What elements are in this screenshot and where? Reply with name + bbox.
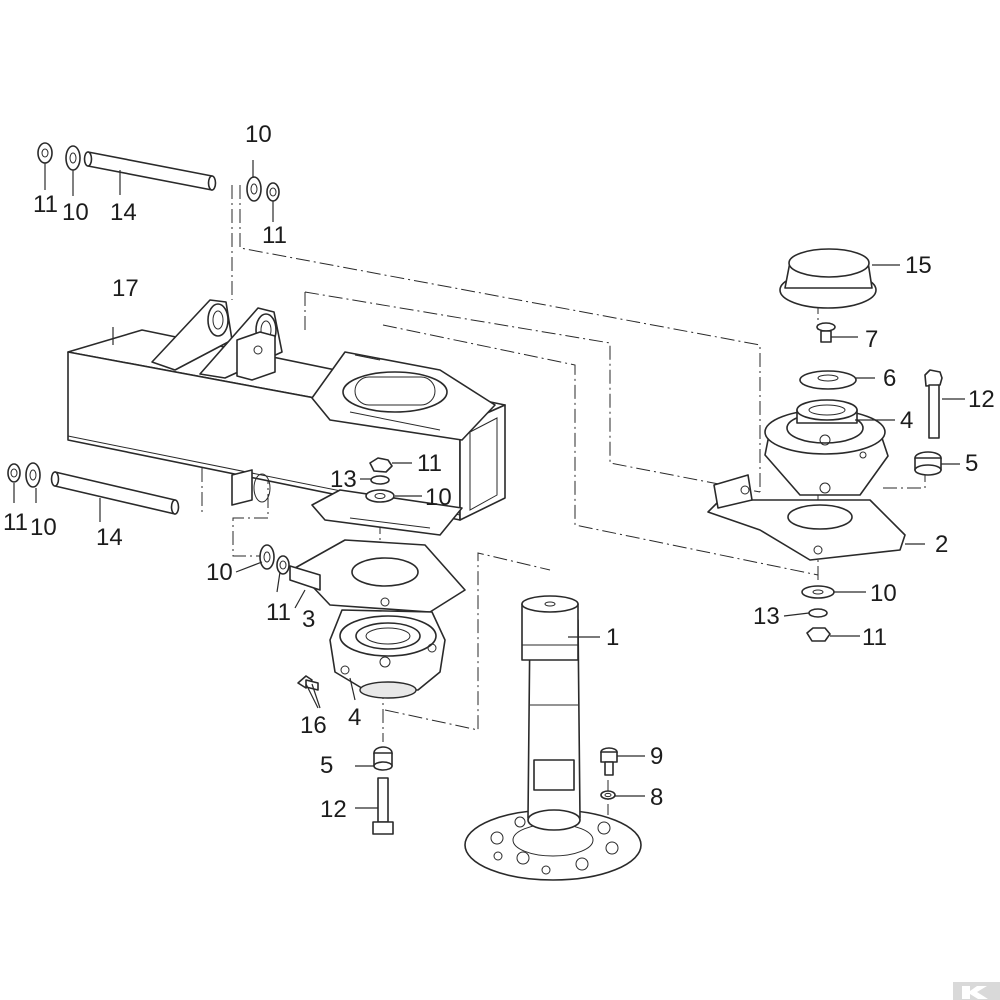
callout-13-center: 13 (330, 466, 357, 493)
bearing-housing-part-4-upper (764, 399, 889, 496)
callout-10-right: 10 (870, 580, 897, 607)
callout-5-lower: 5 (320, 752, 333, 779)
washers-and-nuts-bottom-left (7, 462, 290, 575)
assembly-guide-lines (201, 185, 926, 815)
callout-11-right: 11 (862, 624, 887, 651)
callout-9: 9 (650, 743, 663, 770)
callout-13-right: 13 (753, 603, 780, 630)
callout-8: 8 (650, 784, 663, 811)
screw-part-7 (816, 322, 836, 343)
spacer-part-5-upper (914, 451, 942, 476)
callout-15: 15 (905, 252, 932, 279)
callout-4-upper: 4 (900, 407, 913, 434)
cap-part-15 (779, 248, 877, 309)
pin-part-14-bottom (50, 471, 180, 515)
callout-17: 17 (112, 275, 139, 302)
callout-3: 3 (302, 606, 315, 633)
callout-2: 2 (935, 531, 948, 558)
callout-16: 16 (300, 712, 327, 739)
callout-14-top: 14 (110, 199, 137, 226)
fastener-stack-right (801, 585, 835, 642)
callout-5-upper: 5 (965, 450, 978, 477)
pin-part-14-top (83, 151, 217, 191)
callout-7: 7 (865, 326, 878, 353)
spindle-part-1 (464, 595, 642, 881)
callout-10-center: 10 (425, 484, 452, 511)
washer-part-8 (600, 790, 616, 800)
callout-12-lower: 12 (320, 796, 347, 823)
bolt-part-9 (600, 747, 618, 776)
bolt-part-12-lower (372, 746, 394, 835)
callout-labels: 17 1 2 3 4 4 5 5 6 7 8 9 10 10 10 10 10 … (3, 121, 995, 823)
callout-14-bottom: 14 (96, 524, 123, 551)
grease-nipple-part-16 (297, 675, 319, 691)
callout-10-top: 10 (245, 121, 272, 148)
mount-plate-part-2 (707, 474, 906, 561)
bolt-part-12-upper (924, 369, 943, 439)
washer-part-6 (799, 370, 857, 390)
callout-10-lower-bracket: 10 (206, 559, 233, 586)
callout-10-bottom-left: 10 (30, 514, 57, 541)
callout-11-top: 11 (262, 222, 287, 249)
callout-11-lower-bracket: 11 (266, 599, 291, 626)
callout-leaders (13, 160, 965, 809)
callout-11-center: 11 (417, 450, 442, 477)
callout-6: 6 (883, 365, 896, 392)
bearing-housing-part-4-lower (329, 609, 446, 699)
callout-1: 1 (606, 624, 619, 651)
washers-and-nuts-top-left (37, 142, 280, 202)
callout-12-upper: 12 (968, 386, 995, 413)
callout-11-top-left: 11 (33, 191, 58, 218)
beam-assembly-part-17 (67, 299, 506, 536)
brand-logo-text: K (990, 996, 991, 998)
callout-4-lower: 4 (348, 704, 361, 731)
fastener-stack-center (365, 457, 395, 503)
bracket-plate-part-3 (289, 539, 466, 613)
callout-10-top-left: 10 (62, 199, 89, 226)
callout-11-bottom-left: 11 (3, 509, 28, 536)
brand-logo: K (953, 982, 1000, 1000)
